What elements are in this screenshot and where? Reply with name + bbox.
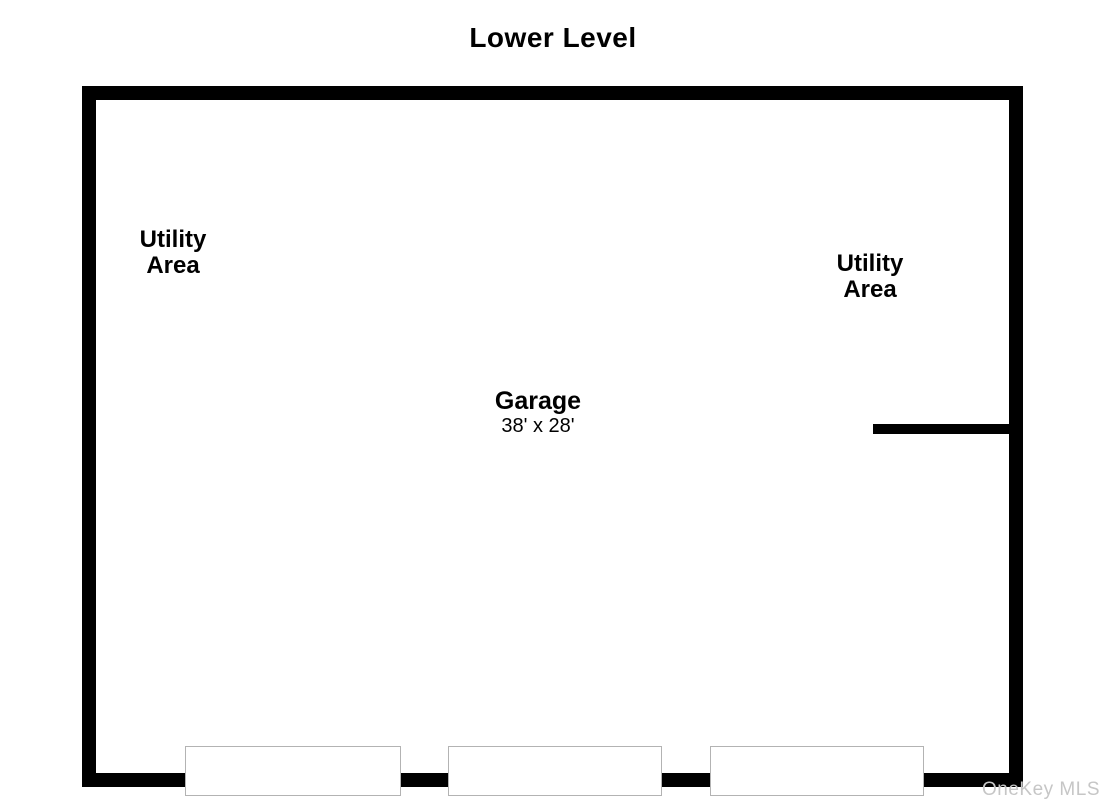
garage-door-opening-2 [448, 746, 662, 796]
room-label-line: Utility [836, 250, 904, 277]
room-dimensions: 38' x 28' [501, 415, 575, 437]
interior-wall-right [873, 424, 1010, 434]
room-label-utility-area-left: Utility Area [103, 227, 243, 279]
room-label-line: Area [843, 276, 897, 303]
page-title: Lower Level [469, 22, 637, 53]
floorplan-outer-walls [82, 86, 1023, 787]
room-label-utility-area-right: Utility Area [800, 251, 940, 303]
room-label-line: Area [146, 252, 200, 279]
room-name: Garage [494, 387, 582, 415]
garage-door-opening-3 [710, 746, 924, 796]
room-label-garage: Garage 38' x 28' [458, 387, 618, 438]
mls-watermark: OneKey MLS [982, 779, 1100, 800]
garage-door-opening-1 [185, 746, 401, 796]
room-label-line: Utility [139, 226, 207, 253]
